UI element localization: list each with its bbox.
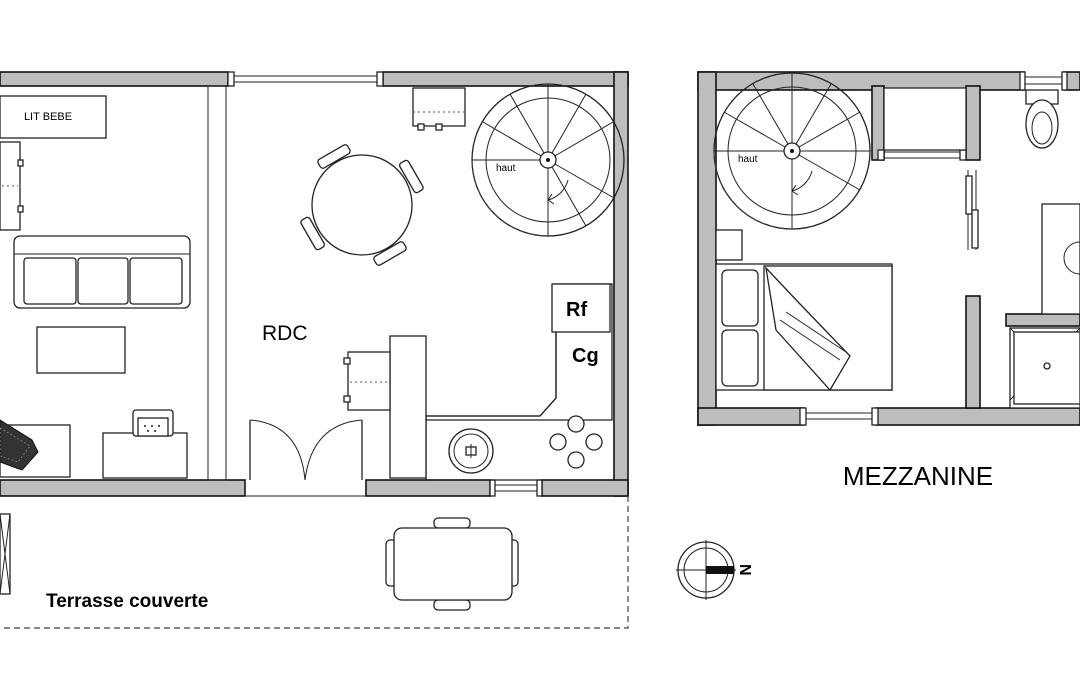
- sink-icon: [448, 428, 494, 474]
- closet: [883, 87, 967, 151]
- armchair-left: [0, 419, 71, 478]
- baby-bed: LIT BEBE: [0, 95, 107, 139]
- nightstand: [715, 229, 743, 261]
- tv-cabinet: [102, 409, 188, 479]
- terrasse: Terrasse couverte: [0, 496, 629, 629]
- shower: [1009, 327, 1080, 409]
- terrasse-label: Terrasse couverte: [46, 591, 208, 612]
- haut-label-mezz: haut: [738, 154, 758, 165]
- cooktop: [549, 415, 603, 469]
- kitchen-counter: Rf Cg: [425, 283, 613, 481]
- top-cabinet: [412, 87, 466, 131]
- coffee-table: [36, 326, 126, 374]
- north-arrow-icon: N: [676, 540, 753, 600]
- left-shelf: [0, 141, 24, 231]
- kitchen-island: [343, 335, 427, 479]
- toilet-icon: [1025, 89, 1059, 149]
- entrance-door: [249, 419, 363, 481]
- bed-icon: [715, 263, 893, 392]
- mezzanine-label: MEZZANINE: [843, 461, 993, 491]
- lit-bebe-label: LIT BEBE: [24, 111, 72, 123]
- compass-north-label: N: [736, 564, 753, 576]
- cg-label: Cg: [572, 345, 599, 367]
- haut-label-rdc: haut: [496, 163, 516, 174]
- sofa: [13, 235, 191, 309]
- rdc-label: RDC: [262, 322, 308, 345]
- spiral-staircase-icon: haut: [471, 83, 625, 237]
- rf-label: Rf: [566, 299, 587, 321]
- round-dining-table: [300, 144, 424, 266]
- mezzanine-walls: [697, 71, 1080, 426]
- spiral-staircase-mezzanine: haut: [713, 72, 871, 230]
- vanity: [1041, 203, 1080, 315]
